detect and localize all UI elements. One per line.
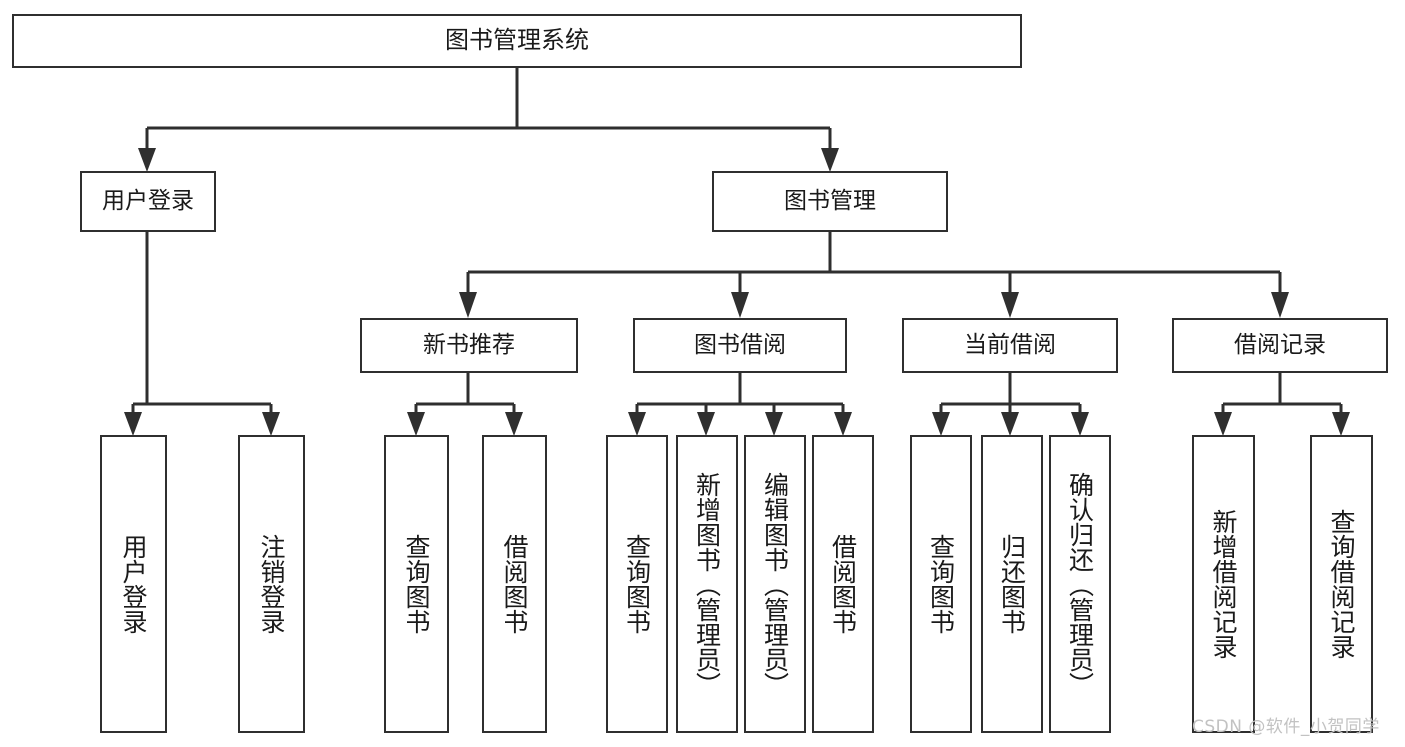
- node-label: 用户登录: [119, 534, 148, 634]
- node-label: 借阅图书: [828, 534, 858, 634]
- node-book-management[interactable]: 图书管理: [712, 171, 948, 232]
- csdn-watermark: CSDN @软件_小贺同学: [1192, 717, 1380, 737]
- node-label: 图书管理: [784, 188, 876, 215]
- leaf-borrow-borrow-book[interactable]: 借阅图书: [812, 435, 874, 733]
- node-user-login[interactable]: 用户登录: [80, 171, 216, 232]
- leaf-record-query-borrow-record[interactable]: 查询借阅记录: [1310, 435, 1373, 733]
- node-label: 查询图书: [926, 534, 956, 634]
- leaf-user-logout[interactable]: 注销登录: [238, 435, 305, 733]
- node-label: 当前借阅: [964, 332, 1056, 359]
- leaf-borrow-add-book-admin[interactable]: 新增图书（管理员）: [676, 435, 738, 733]
- leaf-recommend-borrow-book[interactable]: 借阅图书: [482, 435, 547, 733]
- node-current-borrow[interactable]: 当前借阅: [902, 318, 1118, 373]
- leaf-user-login[interactable]: 用户登录: [100, 435, 167, 733]
- node-label: 注销登录: [257, 534, 286, 634]
- node-root-system[interactable]: 图书管理系统: [12, 14, 1022, 68]
- leaf-borrow-query-book[interactable]: 查询图书: [606, 435, 668, 733]
- node-label: 图书管理系统: [445, 26, 589, 55]
- node-label: 新增图书（管理员）: [692, 471, 722, 697]
- node-label: 借阅图书: [500, 534, 529, 634]
- node-label: 归还图书: [997, 534, 1027, 634]
- node-label: 新增借阅记录: [1209, 509, 1238, 659]
- node-book-borrow[interactable]: 图书借阅: [633, 318, 847, 373]
- node-new-book-recommend[interactable]: 新书推荐: [360, 318, 578, 373]
- node-label: 用户登录: [102, 188, 194, 215]
- node-label: 查询借阅记录: [1327, 509, 1356, 659]
- node-label: 确认归还（管理员）: [1065, 471, 1095, 697]
- leaf-current-query-book[interactable]: 查询图书: [910, 435, 972, 733]
- leaf-borrow-edit-book-admin[interactable]: 编辑图书（管理员）: [744, 435, 806, 733]
- leaf-recommend-query-book[interactable]: 查询图书: [384, 435, 449, 733]
- node-label: 查询图书: [402, 534, 431, 634]
- node-label: 图书借阅: [694, 332, 786, 359]
- leaf-record-add-borrow-record[interactable]: 新增借阅记录: [1192, 435, 1255, 733]
- node-label: 查询图书: [622, 534, 652, 634]
- leaf-current-confirm-return-admin[interactable]: 确认归还（管理员）: [1049, 435, 1111, 733]
- node-label: 借阅记录: [1234, 332, 1326, 359]
- node-label: 新书推荐: [423, 332, 515, 359]
- node-borrow-record[interactable]: 借阅记录: [1172, 318, 1388, 373]
- leaf-current-return-book[interactable]: 归还图书: [981, 435, 1043, 733]
- node-label: 编辑图书（管理员）: [760, 471, 790, 697]
